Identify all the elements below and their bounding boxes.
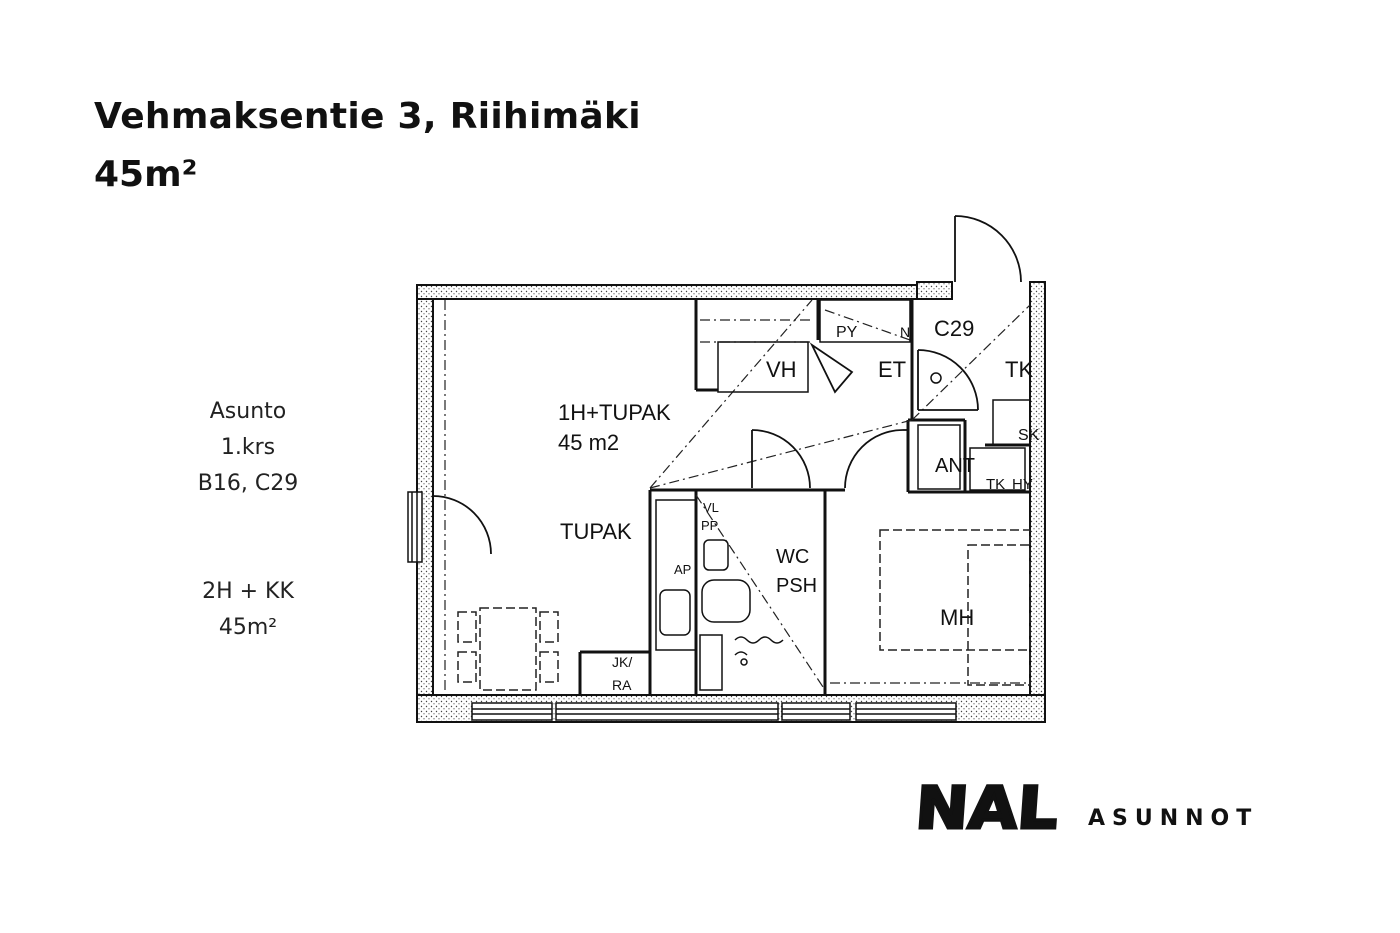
room-label-jk: JK/ (612, 654, 632, 670)
info-apartments: B16, C29 (197, 471, 299, 496)
apartment-info: Asunto 1.krs B16, C29 (148, 394, 348, 502)
room-label-ra: RA (612, 677, 632, 693)
room-label-ap: AP (674, 562, 691, 577)
room-label-et: ET (878, 357, 906, 382)
furniture (457, 529, 1031, 691)
room-label-tk: TK (1005, 357, 1033, 382)
room-label-ant: ANT (935, 455, 975, 477)
fixtures (655, 299, 1031, 691)
room-label-mh: MH (940, 605, 974, 630)
room-label-vh: VH (766, 357, 797, 382)
doors (432, 215, 1022, 555)
apartment-code: C29 (934, 316, 974, 341)
room-label-tk-small: TK (986, 476, 1005, 493)
brand-suffix: ASUNNOT (1088, 806, 1259, 831)
logo-text: NAL (918, 776, 1060, 836)
info-area: 45m² (218, 615, 278, 640)
apartment-layout-info: 2H + KK 45m² (148, 574, 348, 646)
room-label-py: PY (836, 324, 858, 341)
interior-walls (578, 299, 1030, 695)
apartment-area-heading: 45m² (94, 154, 198, 195)
floor-plan: 1H+TUPAK 45 m2 C29 VH ET TK PY N ANT SK … (407, 215, 1046, 723)
room-labels: 1H+TUPAK 45 m2 C29 VH ET TK PY N ANT SK … (558, 316, 1040, 693)
info-layout: 2H + KK (202, 579, 294, 604)
room-label-tupak: TUPAK (560, 519, 632, 544)
page-title: Vehmaksentie 3, Riihimäki (94, 96, 641, 137)
room-label-psh: PSH (776, 575, 817, 597)
windows (407, 491, 957, 721)
unit-label: 1H+TUPAK (558, 400, 671, 425)
room-label-pp: PP (701, 518, 718, 533)
exterior-walls (416, 281, 1046, 723)
dashed-layout-lines (444, 299, 1031, 691)
unit-area: 45 m2 (558, 430, 619, 455)
room-label-sk: SK (1018, 427, 1040, 444)
room-label-wc: WC (776, 546, 809, 568)
info-type-label: Asunto (209, 399, 287, 424)
info-floor: 1.krs (220, 435, 276, 460)
nal-logo: NAL (918, 776, 1062, 836)
room-label-hy: HY (1012, 476, 1033, 493)
room-label-n: N (900, 324, 910, 340)
room-label-vl: VL (703, 500, 719, 515)
